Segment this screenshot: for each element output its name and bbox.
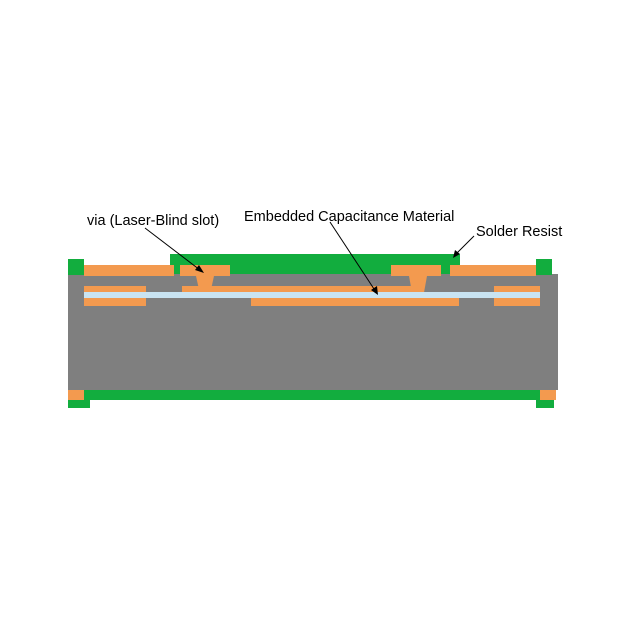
copper-top-via-pad-left bbox=[180, 265, 230, 276]
embedded-arrow-line bbox=[329, 221, 377, 293]
solder-arrowhead bbox=[453, 250, 460, 258]
copper-top-left-pad bbox=[84, 265, 174, 276]
via-label: via (Laser-Blind slot) bbox=[87, 213, 219, 229]
copper-bottom-left-pad bbox=[68, 390, 84, 400]
copper-inner-upper-right bbox=[494, 286, 540, 292]
solder-resist-label: Solder Resist bbox=[476, 224, 562, 240]
copper-top-right-pad bbox=[450, 265, 536, 276]
copper-inner-lower-left bbox=[84, 298, 146, 306]
via-arrowhead bbox=[195, 265, 204, 273]
copper-inner-lower-center bbox=[251, 298, 459, 306]
solder-resist-top-right-corner bbox=[536, 259, 552, 275]
solder-resist-top-middle bbox=[170, 254, 460, 274]
copper-inner-lower-right bbox=[494, 298, 540, 306]
copper-bottom-right-pad bbox=[540, 390, 556, 400]
solder-resist-bottom bbox=[84, 390, 536, 400]
copper-inner-upper-center bbox=[182, 286, 417, 292]
via-arrow-line bbox=[144, 227, 201, 271]
embedded-arrowhead bbox=[371, 286, 378, 295]
embedded-capacitance-label: Embedded Capacitance Material bbox=[244, 209, 454, 225]
embedded-capacitance-layer bbox=[84, 292, 540, 298]
copper-top-via-pad-right bbox=[391, 265, 441, 276]
solder-arrow-line bbox=[454, 235, 475, 256]
copper-inner-upper-left bbox=[84, 286, 146, 292]
solder-resist-top-left-corner bbox=[68, 259, 84, 275]
